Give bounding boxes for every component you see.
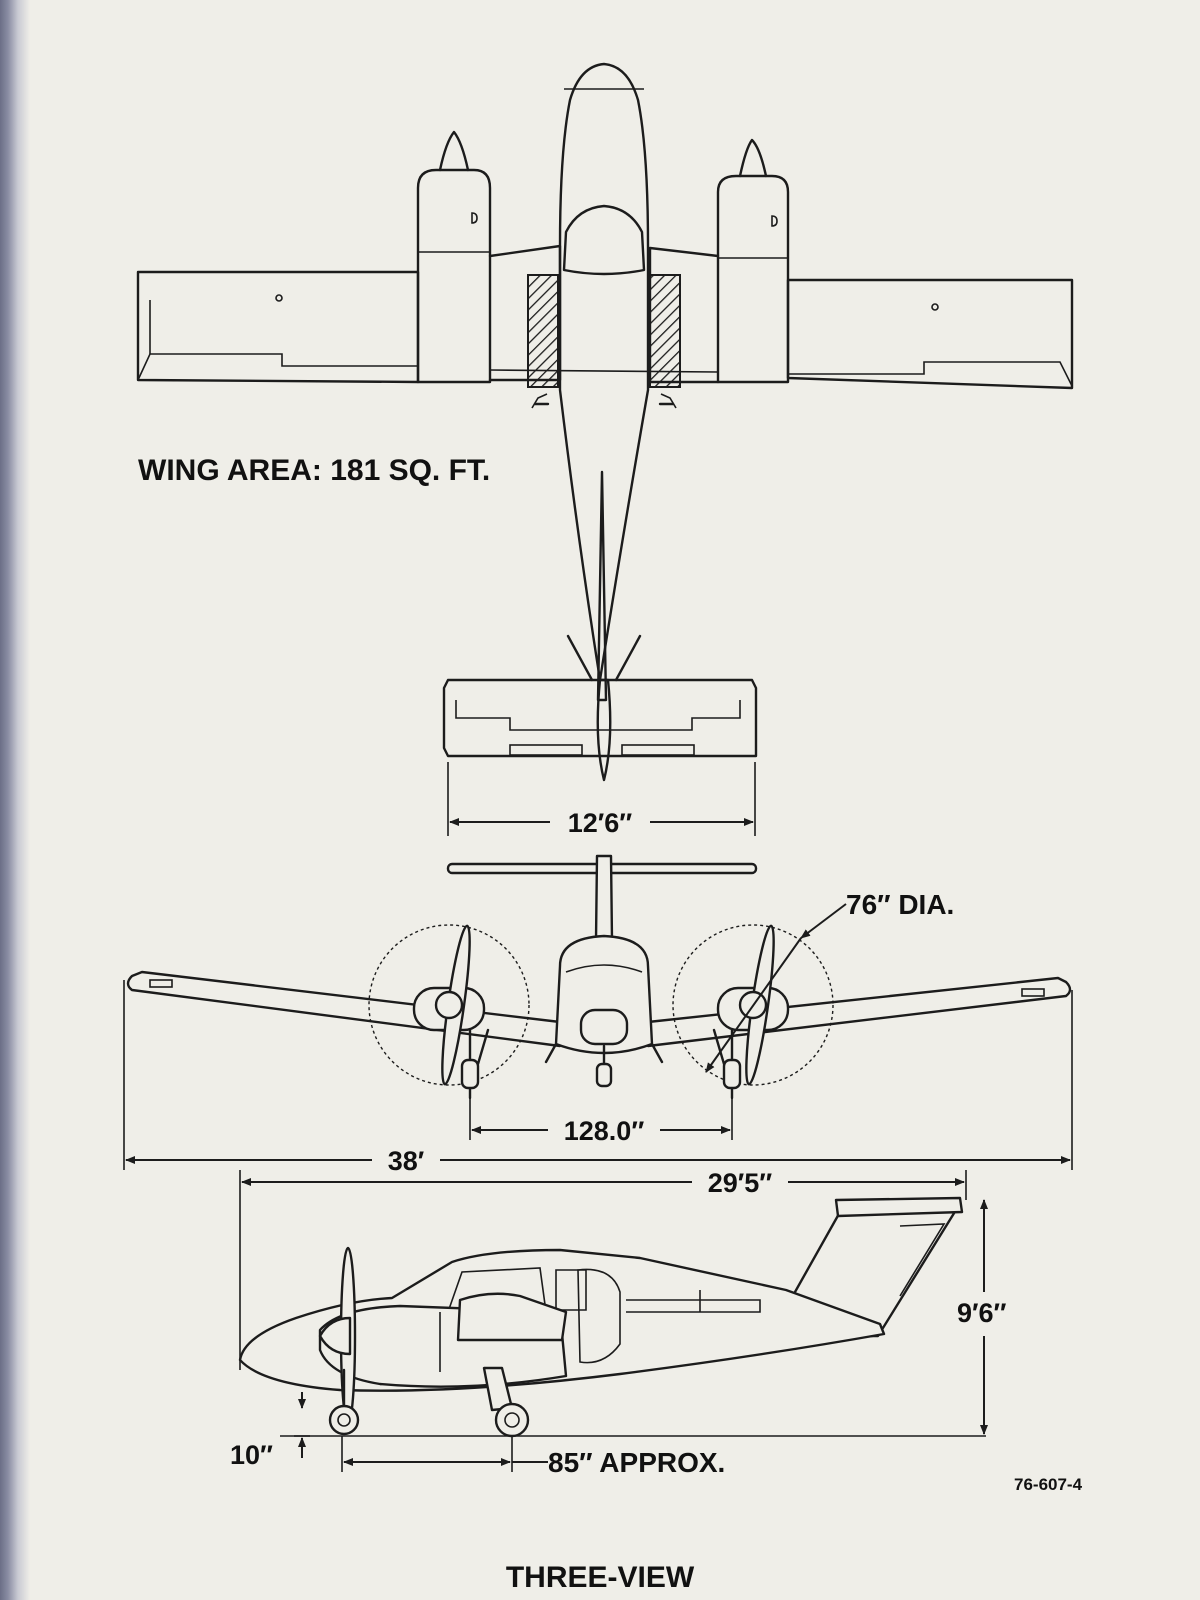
wing-span-label: 38′ (388, 1146, 425, 1176)
front-view: 76″ DIA. 128.0″ 38′ (123, 854, 1073, 1176)
side-view: 29′5″ 9′6″ 1 (230, 1168, 1007, 1478)
length-label: 29′5″ (708, 1168, 773, 1198)
main-wheel (494, 1402, 530, 1438)
left-spinner-top (438, 130, 470, 172)
left-wing-front (126, 970, 562, 1048)
right-nacelle-top (716, 174, 790, 384)
vertical-fin-top (596, 470, 608, 702)
right-spinner-top (738, 138, 768, 178)
top-view: 12′6″ (136, 62, 1074, 838)
height-label: 9′6″ (957, 1298, 1007, 1328)
prop-diameter-label: 76″ DIA. (846, 889, 954, 920)
figure-number: 76-607-4 (1014, 1475, 1083, 1494)
left-nacelle-top (416, 168, 492, 384)
wheelbase-label: 85″ APPROX. (548, 1447, 725, 1478)
caption: THREE-VIEW (506, 1561, 695, 1594)
gear-track-label: 128.0″ (564, 1116, 645, 1146)
right-wing-root-hatched (649, 274, 681, 388)
page-binding-edge (0, 0, 30, 1600)
vertical-fin-front (594, 854, 614, 942)
nose-wheel (328, 1404, 360, 1436)
wing-area-label: WING AREA: 181 SQ. FT. (138, 454, 490, 487)
tail-cone-top (596, 678, 612, 782)
right-wing-top (786, 278, 1074, 390)
left-wing-root-hatched (527, 274, 559, 388)
left-prop-disc (368, 924, 530, 1086)
horizontal-tail-top (442, 678, 758, 758)
right-prop-disc (672, 924, 834, 1086)
tail-span-label: 12′6″ (568, 808, 633, 838)
left-spinner-front (434, 990, 464, 1020)
horizontal-stabilizer-side (834, 1196, 964, 1218)
right-wing-front (646, 976, 1072, 1048)
ground-clearance-label: 10″ (230, 1440, 273, 1470)
spinner-side (318, 1316, 352, 1356)
